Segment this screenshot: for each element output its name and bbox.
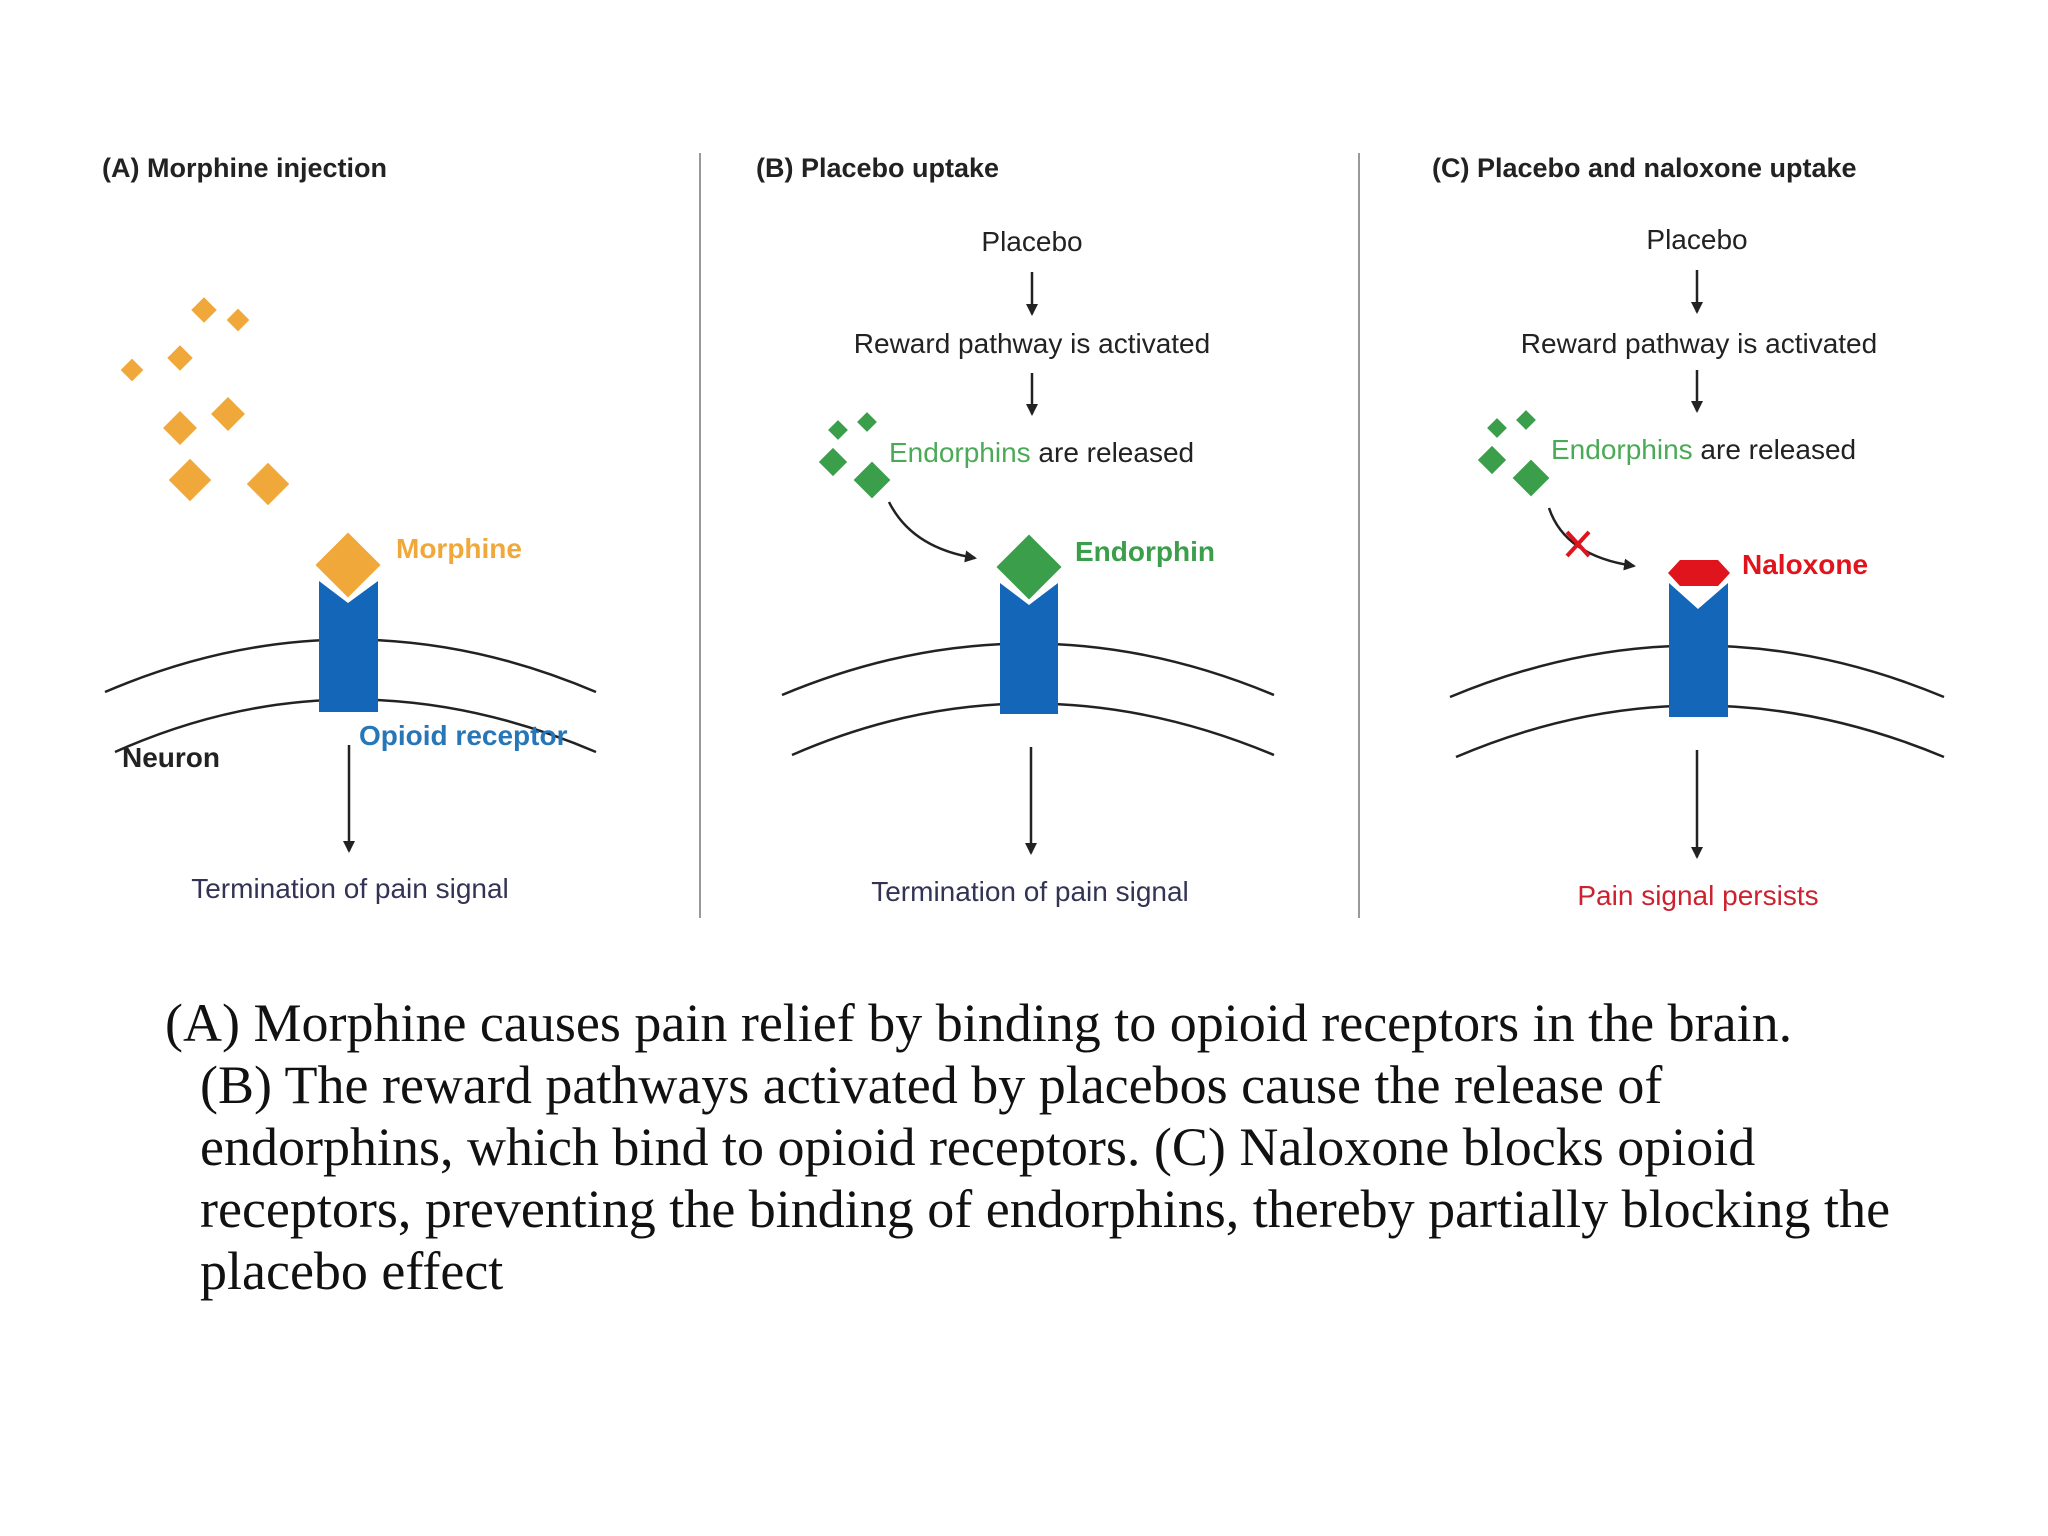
released-text: are released [1693,434,1856,465]
outcome-text: Termination of pain signal [871,876,1189,907]
panel-c-title: (C) Placebo and naloxone uptake [1432,153,1857,183]
morphine-molecule [211,397,245,431]
morphine-molecule [246,462,290,506]
neuron-label: Neuron [122,742,220,773]
blocked-binding-arrow [1547,507,1636,571]
morphine-label: Morphine [396,533,522,564]
endorphin-molecule [818,447,848,477]
placebo-step: Placebo [1646,224,1747,255]
morphine-bound [315,532,381,598]
reward-pathway-step: Reward pathway is activated [1521,328,1877,359]
endorphin-molecule [1512,459,1550,497]
panel-b-title: (B) Placebo uptake [756,153,999,183]
endorphins-highlight: Endorphins [1551,434,1693,465]
endorphin-bound [996,534,1062,600]
naloxone-label: Naloxone [1742,549,1868,580]
endorphin-molecule [828,420,848,440]
endorphin-label: Endorphin [1075,536,1215,567]
endorphin-molecule [853,461,891,499]
morphine-molecule [226,308,250,332]
caption-line-1: (A) Morphine causes pain relief by bindi… [165,993,1793,1053]
endorphin-molecule [857,412,877,432]
outcome-text-pain: Pain signal persists [1577,880,1818,911]
released-text: are released [1031,437,1194,468]
panel-a: (A) Morphine injection Morphine Opioid r… [102,153,597,904]
figure-caption: (A) Morphine causes pain relief by bindi… [165,992,1925,1302]
opioid-receptor [1000,583,1058,714]
placebo-step: Placebo [981,226,1082,257]
endorphin-molecule [1487,418,1507,438]
naloxone-molecule [1668,560,1730,586]
panel-b: (B) Placebo uptake Placebo Reward pathwa… [756,153,1275,907]
morphine-molecule [191,297,217,323]
endorphin-molecules [1477,410,1550,497]
endorphins-highlight: Endorphins [889,437,1031,468]
endorphin-molecule [1477,445,1507,475]
morphine-molecule [120,358,144,382]
binding-arrow [887,501,977,563]
endorphins-released-step: Endorphins are released [1551,434,1856,465]
panel-a-title: (A) Morphine injection [102,153,387,183]
endorphin-molecules [818,412,891,499]
opioid-receptor [1669,583,1728,717]
morphine-molecule [163,411,197,445]
opioid-receptor-label: Opioid receptor [359,720,568,751]
morphine-molecule [167,345,193,371]
opioid-receptor [319,581,378,712]
blocked-x-icon [1565,530,1591,558]
caption-body: (B) The reward pathways activated by pla… [200,1055,1891,1301]
opioid-mechanism-diagram: (A) Morphine injection Morphine Opioid r… [102,153,1945,918]
outcome-text: Termination of pain signal [191,873,509,904]
morphine-molecule [168,458,212,502]
reward-pathway-step: Reward pathway is activated [854,328,1210,359]
endorphin-molecule [1516,410,1536,430]
endorphins-released-step: Endorphins are released [889,437,1194,468]
panel-c: (C) Placebo and naloxone uptake Placebo … [1432,153,1945,911]
morphine-molecules [120,297,290,506]
